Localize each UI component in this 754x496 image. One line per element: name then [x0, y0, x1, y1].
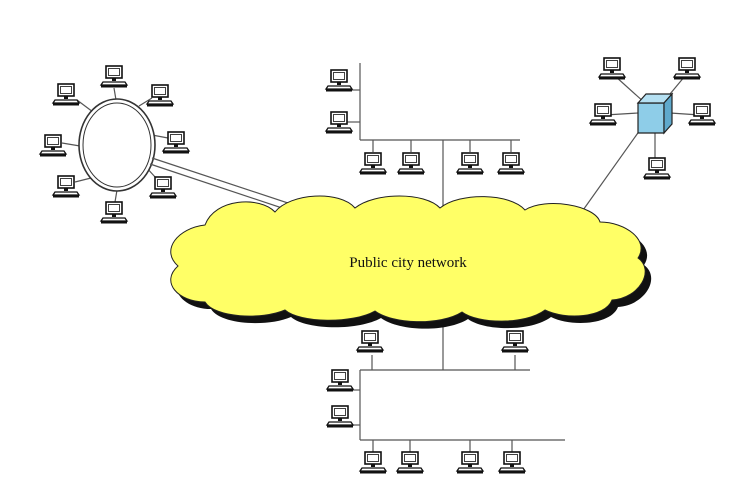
computer-icon	[146, 84, 174, 108]
computer-icon	[100, 201, 128, 225]
computer-icon	[456, 451, 484, 475]
computer-icon	[326, 369, 354, 393]
bottom-bus-network	[326, 318, 565, 475]
computer-icon	[673, 57, 701, 81]
star-link	[575, 129, 641, 221]
computer-icon	[598, 57, 626, 81]
computer-icon	[397, 152, 425, 176]
computer-icon	[39, 134, 67, 158]
computer-icon	[326, 405, 354, 429]
cloud-label: Public city network	[349, 255, 467, 271]
computer-icon	[498, 451, 526, 475]
computer-icon	[359, 152, 387, 176]
computer-icon	[162, 131, 190, 155]
top-bus-network	[325, 63, 525, 208]
computer-icon	[359, 451, 387, 475]
ring-network	[39, 65, 313, 225]
computer-icon	[52, 175, 80, 199]
computer-icon	[52, 83, 80, 107]
cloud-body	[170, 195, 646, 323]
computer-icon	[100, 65, 128, 89]
star-network	[575, 57, 716, 221]
computer-icon	[325, 69, 353, 93]
computer-icon	[149, 176, 177, 200]
public-city-network-cloud: Public city network	[170, 195, 652, 329]
computer-icon	[325, 111, 353, 135]
computer-icon	[456, 152, 484, 176]
hub-icon	[636, 92, 674, 135]
ring-link	[151, 157, 313, 212]
computer-icon	[396, 451, 424, 475]
computer-icon	[643, 157, 671, 181]
computer-icon	[356, 330, 384, 354]
computer-icon	[497, 152, 525, 176]
computer-icon	[501, 330, 529, 354]
